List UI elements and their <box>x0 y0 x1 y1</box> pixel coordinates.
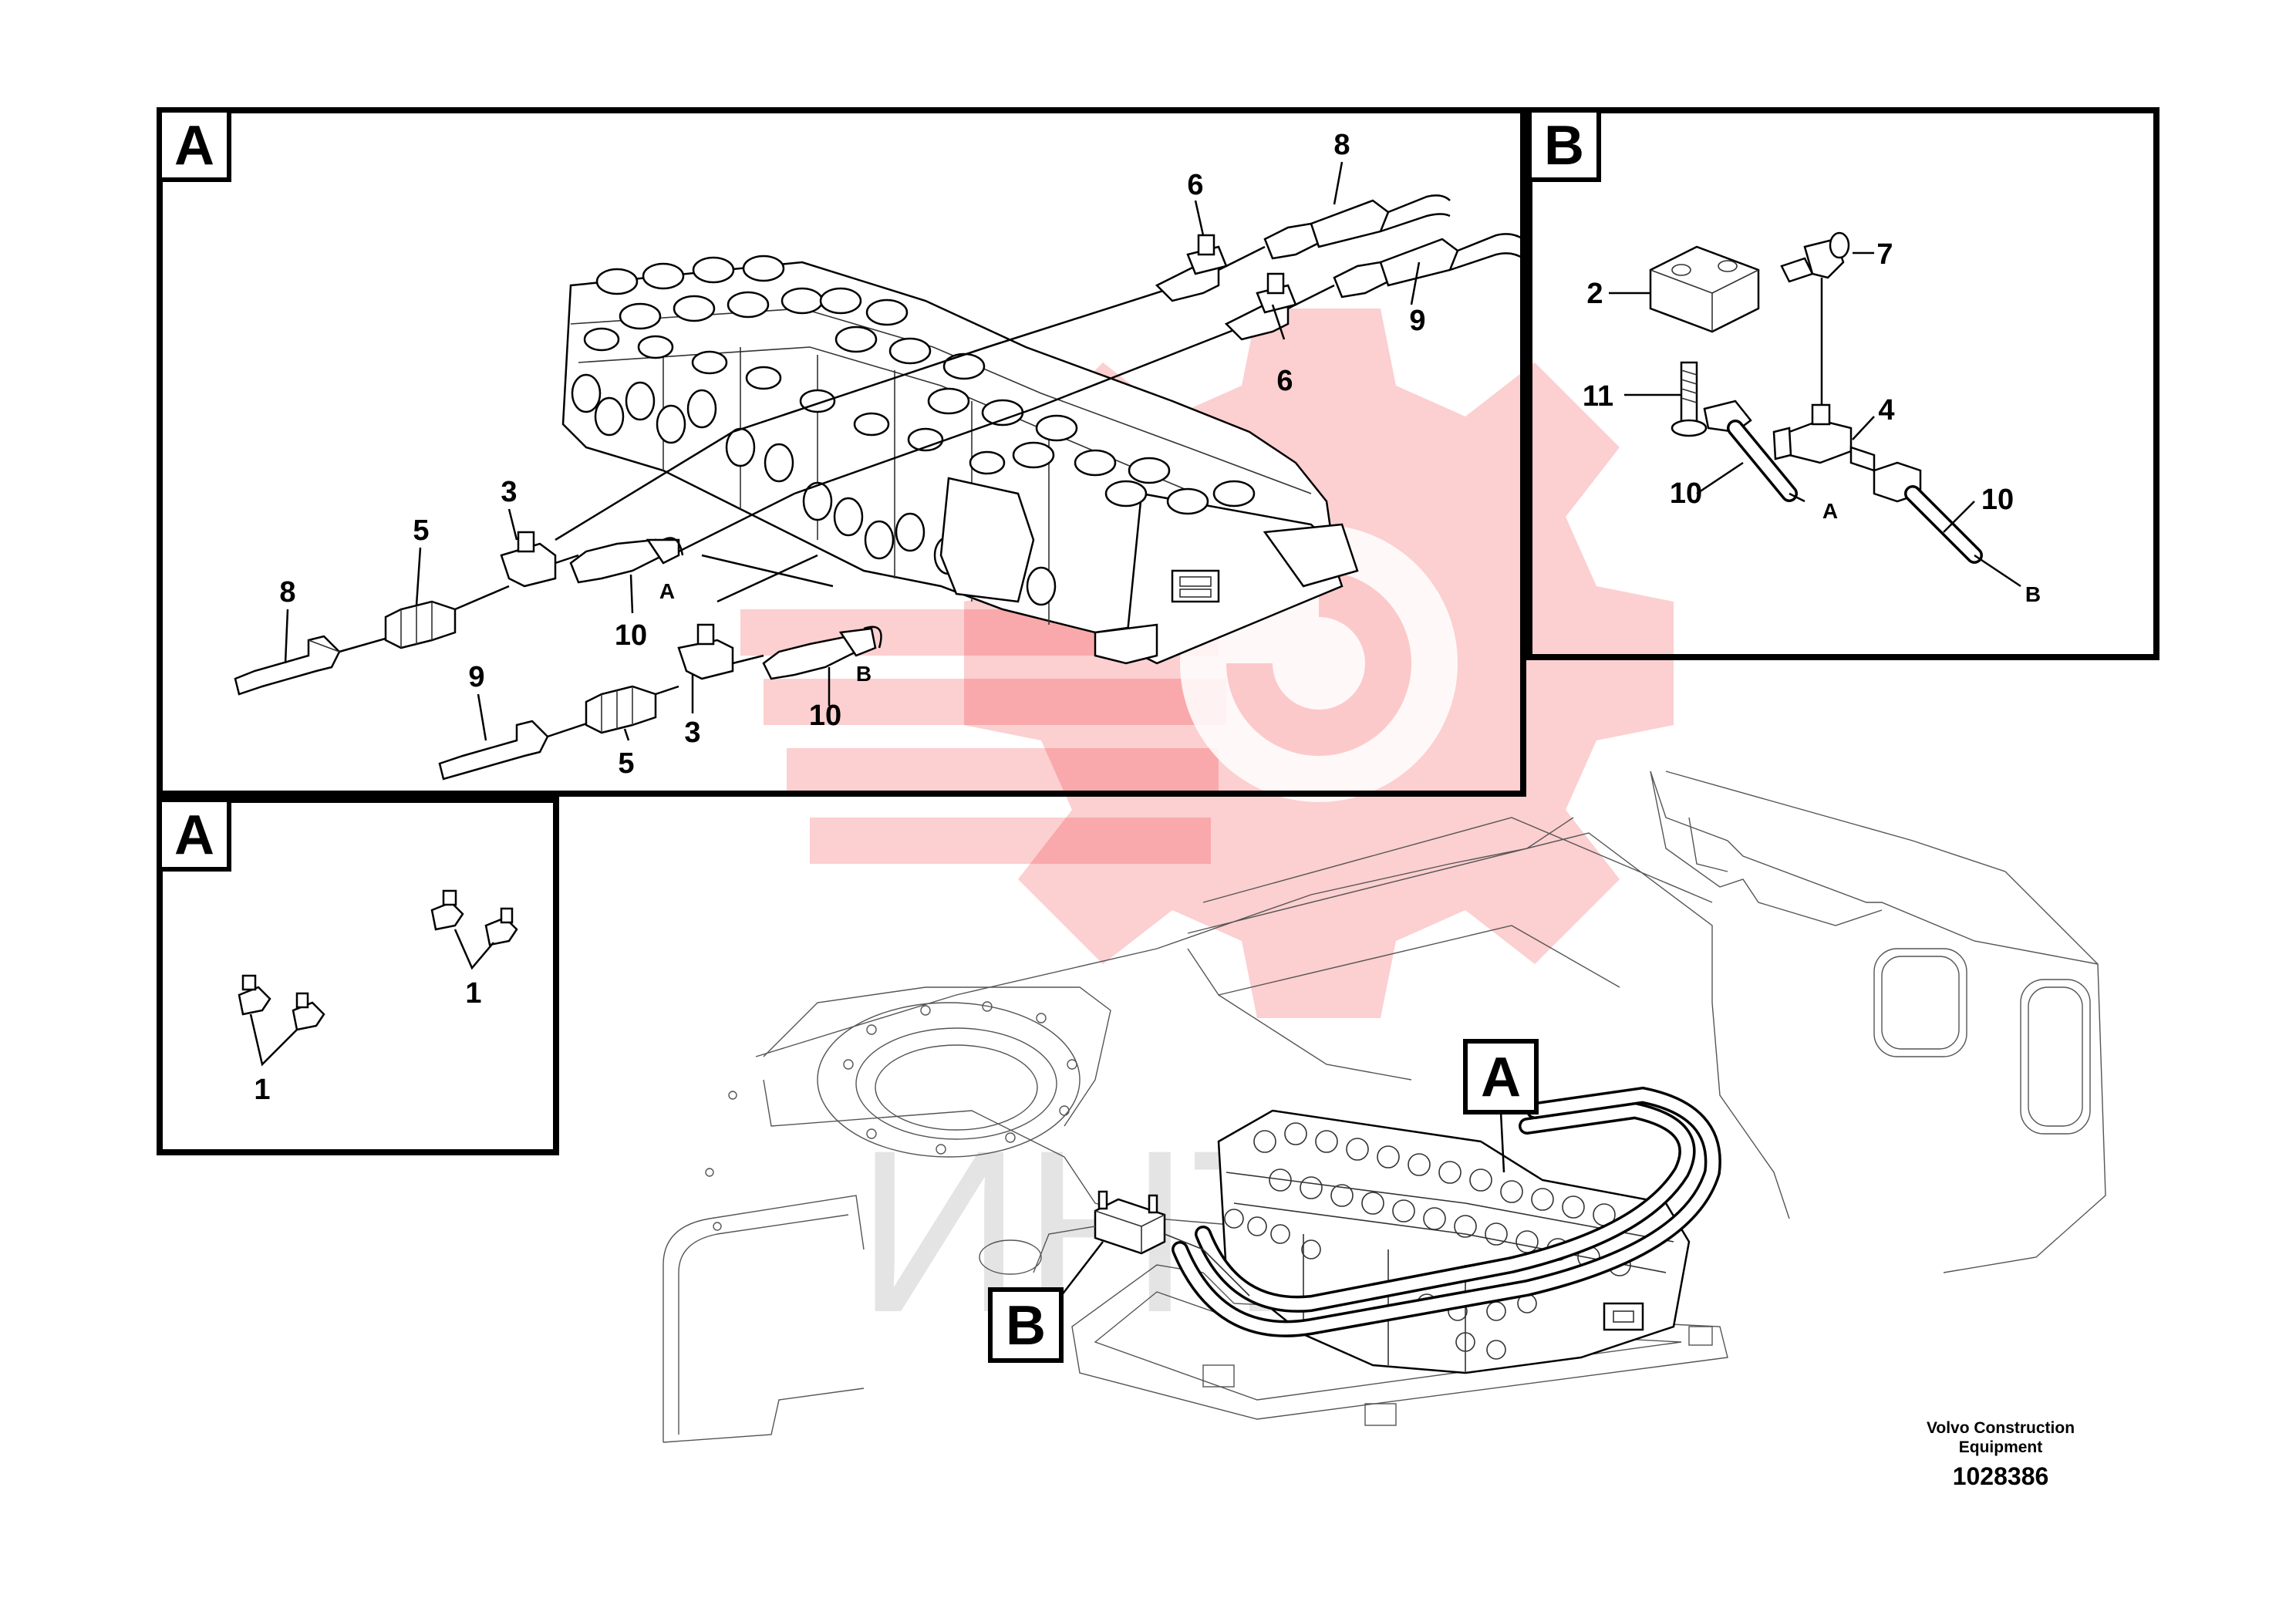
drawing-number: 1028386 <box>1953 1462 2049 1490</box>
panel-a-tag: A <box>174 115 214 177</box>
callout-4: 4 <box>1878 394 1894 427</box>
overview-tag-a: A <box>1463 1039 1539 1173</box>
callout-3-upper: 3 <box>501 476 517 508</box>
control-valve-block <box>561 255 1359 665</box>
panel-b-tag: B <box>1544 115 1584 177</box>
callout-7: 7 <box>1876 238 1893 271</box>
footer-block: Volvo Construction Equipment 1028386 <box>1927 1419 2075 1490</box>
callout-8-top: 8 <box>1333 129 1350 161</box>
panel-b-detail: B 2 <box>1526 107 2159 660</box>
callout-5-upper: 5 <box>413 514 429 547</box>
hose-end-b-a: A <box>1822 499 1838 523</box>
callout-2: 2 <box>1586 278 1603 310</box>
callout-9-lower: 9 <box>468 661 484 693</box>
company-line-1: Volvo Construction <box>1927 1419 2075 1437</box>
hose-end-a: A <box>659 579 675 603</box>
panel-a-main: A <box>157 107 1526 797</box>
panel-a2-tag: A <box>174 804 214 866</box>
hose-end-b: B <box>856 662 872 686</box>
callout-11: 11 <box>1583 380 1613 413</box>
callout-5-lower: 5 <box>618 747 634 780</box>
panel-a-fittings: A 1 1 <box>157 797 559 1155</box>
company-line-2: Equipment <box>1959 1438 2043 1456</box>
hose-assembly-a <box>234 531 684 696</box>
callout-3-lower: 3 <box>684 717 700 749</box>
overview-tag-b: B <box>988 1241 1104 1363</box>
callout-1-right: 1 <box>465 977 481 1010</box>
callout-10-lower: 10 <box>809 700 841 732</box>
overview-drawing <box>663 771 2106 1443</box>
callout-10-b-left: 10 <box>1670 477 1702 510</box>
callout-8-left: 8 <box>279 576 295 609</box>
callout-6-top: 6 <box>1187 169 1203 201</box>
hose-assembly-top <box>1155 194 1524 341</box>
hose-assembly-b <box>438 623 882 781</box>
hose-end-b-b: B <box>2025 582 2041 606</box>
svg-text:B: B <box>1006 1295 1046 1357</box>
svg-text:A: A <box>1481 1047 1521 1108</box>
callout-9-right: 9 <box>1409 305 1425 337</box>
callout-6-mid: 6 <box>1276 365 1293 397</box>
callout-10-b-right: 10 <box>1981 484 2014 516</box>
callout-1-left: 1 <box>254 1074 270 1106</box>
callout-10-upper: 10 <box>615 619 647 652</box>
